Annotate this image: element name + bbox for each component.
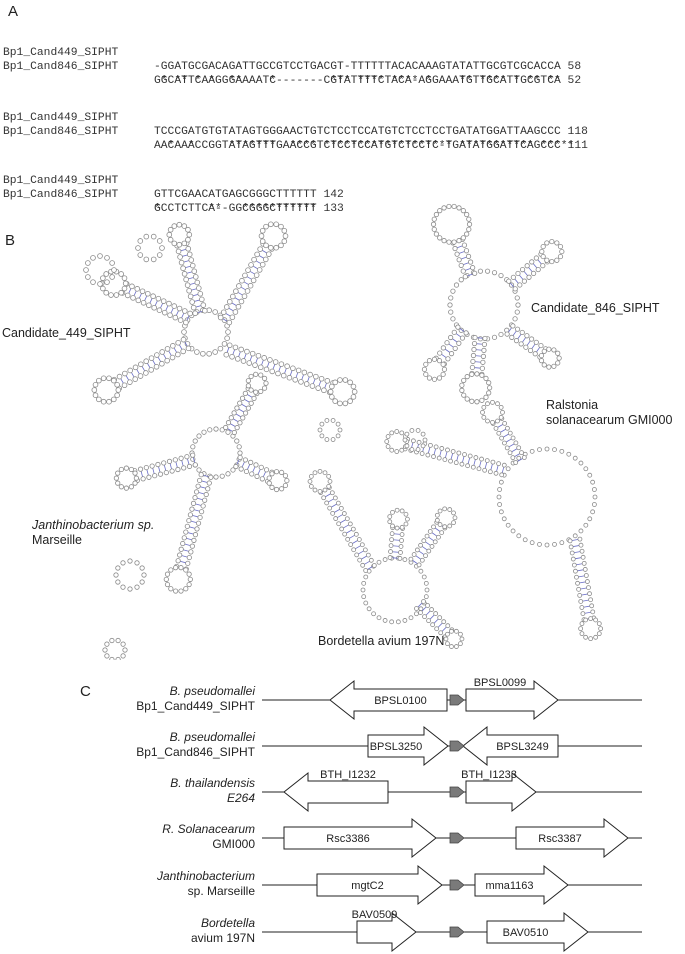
- gene-arrow: [474, 864, 569, 906]
- organism-species: R. Solanacearum: [162, 822, 255, 836]
- rna-structure-ralstonia: [384, 399, 604, 642]
- sequence-name: Bp1_Cand449_SIPHT: [3, 175, 119, 187]
- gene-label: mma1163: [485, 880, 533, 892]
- organism-species: B. thailandensis: [170, 776, 255, 790]
- organism-species: B. pseudomallei: [169, 730, 255, 744]
- locus-row: mgtC2 mma1163: [262, 864, 642, 906]
- alignment-row: Bp1_Cand449_SIPHT -GGATGCGACAGATTGCCGTCC…: [3, 32, 581, 73]
- gene-arrow: [515, 817, 629, 859]
- locus-row: Rsc3386 Rsc3387: [262, 817, 642, 859]
- alignment-row: Bp1_Cand846_SIPHT AACAAACCGGTATAGTTTGAAC…: [3, 111, 588, 152]
- gene-arrow: [465, 771, 537, 813]
- rna-structure-bordetella: [307, 418, 465, 649]
- conservation-row: * * ******* **** ******************* ***…: [3, 125, 575, 152]
- rna-structures-canvas: [83, 203, 604, 660]
- organism-strain: GMI000: [212, 837, 255, 851]
- srna-gene-marker: [449, 832, 465, 844]
- sequence-text: GTTCGAACATGAGCGGGCTTTTTT 142: [154, 189, 344, 201]
- srna-gene-marker: [449, 694, 465, 706]
- conservation-row: * ** * * ** * *** **** **** * ** **** * …: [3, 60, 561, 87]
- gene-arrow: [316, 864, 443, 906]
- panel-c-label: C: [80, 683, 91, 700]
- gene-label: BPSL3250: [370, 741, 423, 753]
- organism-species: Janthinobacterium: [156, 869, 255, 883]
- sequence-name: Bp1_Cand449_SIPHT: [3, 47, 119, 59]
- gene-arrow: [367, 725, 449, 767]
- structure-label-line: Janthinobacterium sp.: [32, 518, 155, 532]
- organism-strain: Bp1_Cand449_SIPHT: [136, 699, 255, 713]
- organism-strain: sp. Marseille: [187, 884, 255, 898]
- structure-label-line: Marseille: [32, 533, 83, 547]
- srna-gene-marker: [449, 926, 465, 938]
- alignment-row: Bp1_Cand846_SIPHT GCCTCTTCA--GGCGGGCTTTT…: [3, 174, 344, 215]
- conservation-row: * ** ***********: [3, 188, 317, 215]
- gene-arrow: [465, 679, 559, 721]
- gene-arrow: [486, 911, 589, 953]
- gene-label: mgtC2: [351, 880, 383, 892]
- structure-label-line: Ralstonia: [546, 398, 599, 412]
- gene-arrow: [283, 817, 437, 859]
- sequence-text: GCCTCTTCA--GGCGGGCTTTTTT 133: [154, 203, 344, 215]
- rna-structure-janthinobacterium: [102, 371, 290, 660]
- rna-structure-candidate-449: [83, 221, 358, 407]
- sequence-text: GGCATTCAAGGGAAAATC-------CGTATTTTCTACA-A…: [154, 75, 582, 87]
- structure-label-candidate-846: Candidate_846_SIPHT: [531, 301, 660, 315]
- panel-b-label: B: [5, 232, 16, 249]
- gene-label: Rsc3387: [538, 833, 581, 845]
- gene-label: BAV0510: [503, 927, 549, 939]
- sequence-name: Bp1_Cand449_SIPHT: [3, 112, 119, 124]
- gene-label: BTH_I1233: [461, 769, 517, 781]
- gene-arrow: [283, 771, 389, 813]
- srna-gene-marker: [449, 879, 465, 891]
- srna-gene-marker: [449, 740, 465, 752]
- gene-label: Rsc3386: [326, 833, 369, 845]
- organism-species: B. pseudomallei: [169, 684, 255, 698]
- structure-label-candidate-449: Candidate_449_SIPHT: [2, 326, 131, 340]
- organism-strain: Bp1_Cand846_SIPHT: [136, 745, 255, 759]
- structure-label-ralstonia: Ralstonia solanacearum GMI000: [546, 398, 672, 428]
- alignment-row: Bp1_Cand846_SIPHT GGCATTCAAGGGAAAATC----…: [3, 46, 581, 87]
- gene-label: BPSL0100: [374, 695, 427, 707]
- sequence-text: TCCCGATGTGTATAGTGGGAACTGTCTCCTCCATGTCTCC…: [154, 126, 588, 138]
- rna-structure-candidate-846: [421, 203, 565, 405]
- structure-label-janthinobacterium: Janthinobacterium sp. Marseille: [32, 518, 154, 548]
- conservation-marks: * ** * * ** * *** **** **** * ** **** * …: [154, 75, 561, 87]
- conservation-marks: * * ******* **** ******************* ***…: [154, 140, 575, 152]
- gene-label: BPSL0099: [474, 677, 527, 689]
- conservation-marks: * ** ***********: [154, 203, 317, 215]
- alignment-row: Bp1_Cand449_SIPHT GTTCGAACATGAGCGGGCTTTT…: [3, 160, 344, 201]
- organism-strain: avium 197N: [190, 931, 255, 945]
- locus-row: BTH_I1232 BTH_I1233: [262, 769, 642, 813]
- gene-arrow: [329, 679, 448, 721]
- srna-gene-marker: [449, 786, 465, 798]
- panel-a-label: A: [8, 3, 19, 20]
- sequence-name: Bp1_Cand846_SIPHT: [3, 61, 119, 73]
- sequence-name: Bp1_Cand846_SIPHT: [3, 189, 119, 201]
- structure-label-line: solanacearum GMI000: [546, 413, 673, 427]
- gene-label: BTH_I1232: [320, 769, 376, 781]
- sequence-text: -GGATGCGACAGATTGCCGTCCTGACGT-TTTTTTACACA…: [154, 61, 582, 73]
- structure-label-bordetella: Bordetella avium 197N: [318, 634, 445, 648]
- alignment-row: Bp1_Cand449_SIPHT TCCCGATGTGTATAGTGGGAAC…: [3, 97, 588, 138]
- sequence-text: AACAAACCGGTATAGTTTGAACCGTCTCCTCCATGTCTCC…: [154, 140, 588, 152]
- gene-label: BAV0509: [352, 909, 398, 921]
- gene-label: BPSL3249: [496, 741, 549, 753]
- locus-row: BPSL0100 BPSL0099: [262, 677, 642, 721]
- organism-strain: E264: [226, 791, 255, 805]
- organism-species: Bordetella: [200, 916, 255, 930]
- gene-arrow: [462, 725, 559, 767]
- gene-arrow: [356, 911, 417, 953]
- locus-row: BPSL3250 BPSL3249: [262, 725, 642, 767]
- sequence-name: Bp1_Cand846_SIPHT: [3, 126, 119, 138]
